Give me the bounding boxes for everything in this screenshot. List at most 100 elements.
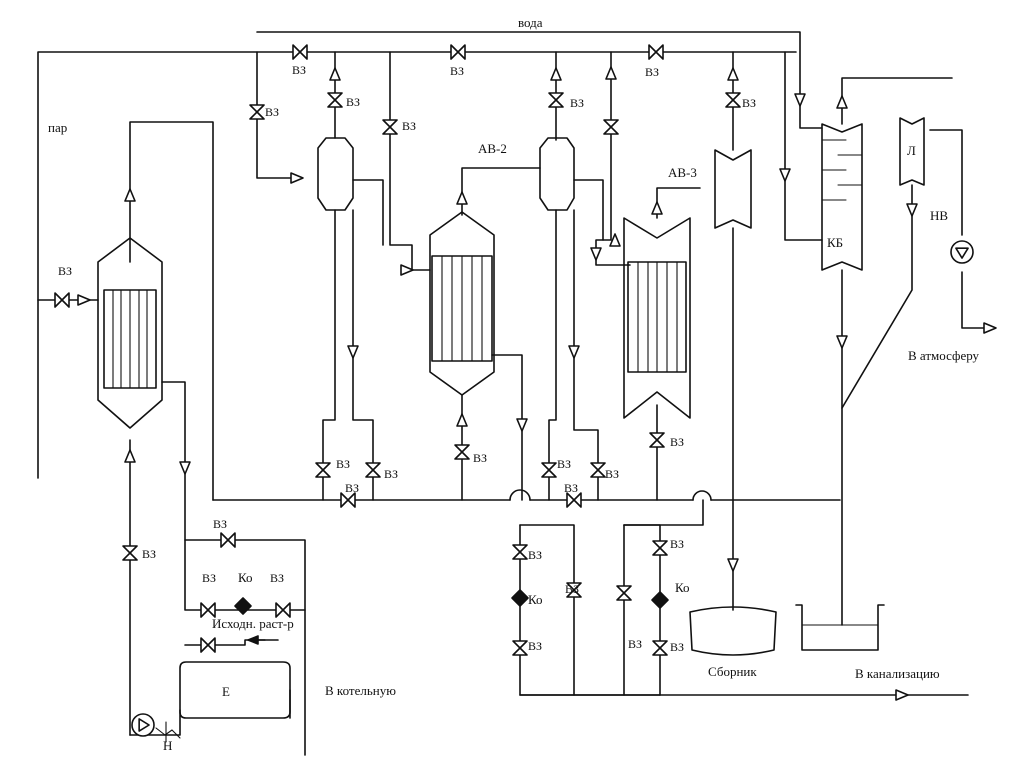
valve-branch-1 xyxy=(249,104,265,120)
symbols-layer xyxy=(54,44,997,743)
flow-arrow-av2-up xyxy=(456,191,468,205)
flow-arrow-vapor1 xyxy=(124,188,136,202)
outlet-frame-right xyxy=(623,524,661,696)
sewer-tank xyxy=(795,604,885,651)
valve-label-8: ВЗ xyxy=(742,96,756,110)
valve-label-14: ВЗ xyxy=(557,457,571,471)
flow-arrow-av2-side xyxy=(516,418,528,432)
feed-tank-e xyxy=(179,661,291,719)
flow-arrow-av2-bottom xyxy=(456,413,468,427)
vacpump-to-atm xyxy=(961,271,996,329)
av2-vapor-out xyxy=(461,167,541,216)
valve-label-3: ВЗ xyxy=(645,65,659,79)
flow-arrow-water xyxy=(794,93,806,107)
valve-av2-bypass xyxy=(566,582,582,598)
valve-label-23: ВЗ xyxy=(565,582,579,596)
valve-label-19: ВЗ xyxy=(142,547,156,561)
flow-arrow-sep1-down xyxy=(347,345,359,359)
condenser-top-out xyxy=(841,77,953,125)
sep1-downcomer-2 xyxy=(352,209,374,501)
outlet-frame-top-left xyxy=(519,524,575,696)
valve-label-21: ВЗ xyxy=(270,571,284,585)
valve-label-12: ВЗ xyxy=(345,481,359,495)
valve-branch-6 xyxy=(725,92,741,108)
separator-2 xyxy=(539,137,575,211)
valve-bottom-1 xyxy=(340,492,356,508)
valve-label-7: ВЗ xyxy=(570,96,584,110)
av2-label: АВ-2 xyxy=(478,141,507,156)
branch-av2-steam xyxy=(389,51,431,271)
ko-label-av2: Ко xyxy=(528,592,543,607)
valve-label-4: ВЗ xyxy=(265,105,279,119)
to-boiler-label: В котельную xyxy=(325,683,396,698)
crossover-hump-2 xyxy=(692,490,712,501)
valve-label-25: ВЗ xyxy=(670,537,684,551)
valve-label-11: ВЗ xyxy=(384,467,398,481)
flow-arrow-steam-in xyxy=(77,294,91,306)
flow-arrow-trap xyxy=(906,203,918,217)
evaporator-av3 xyxy=(623,217,691,419)
separator-1 xyxy=(317,137,354,211)
valve-av3-bypass xyxy=(616,585,632,601)
valve-label-9: ВЗ xyxy=(58,264,72,278)
flow-arrow-evap1-side xyxy=(179,461,191,475)
water-label: вода xyxy=(518,15,543,30)
flow-arrow-sewer xyxy=(895,689,909,701)
valve-label-24: ВЗ xyxy=(528,639,542,653)
kb-label: КБ xyxy=(827,235,843,250)
tank-e-label: Е xyxy=(222,684,230,699)
valve-label-22: ВЗ xyxy=(528,548,542,562)
valve-label-15: ВЗ xyxy=(605,467,619,481)
valve-av2-out-1 xyxy=(512,544,528,560)
flow-arrow-evap1-bottom xyxy=(124,449,136,463)
sep1-downcomer xyxy=(322,209,336,501)
pump-n-label: Н xyxy=(163,738,172,753)
water-header-pipe xyxy=(256,31,823,129)
evaporator-1 xyxy=(97,237,163,429)
valve-label-1: ВЗ xyxy=(292,63,306,77)
ko-label-av3: Ко xyxy=(675,580,690,595)
valve-branch-5 xyxy=(603,119,619,135)
valve-label-18: ВЗ xyxy=(213,517,227,531)
flow-arrow-av3-steam-top xyxy=(605,66,617,80)
valve-label-26: ВЗ xyxy=(628,637,642,651)
flow-arrow-sep1 xyxy=(290,172,304,184)
flow-arrow-condenser-bottom xyxy=(836,335,848,349)
flow-arrow-av3-in xyxy=(590,247,602,261)
l-label: Л xyxy=(907,143,916,158)
flow-arrow-av3-steam-2 xyxy=(609,233,621,247)
condenser-water-in xyxy=(784,51,823,241)
valve-bottom-2 xyxy=(566,492,582,508)
outlet-frame-join xyxy=(623,499,704,526)
flow-arrow-sep2-down xyxy=(568,345,580,359)
pump-n xyxy=(131,713,155,737)
trap-to-vacpump xyxy=(929,129,963,236)
valve-feed-3 xyxy=(200,637,216,653)
pipes xyxy=(37,31,996,756)
flow-arrow-av2-in xyxy=(400,264,414,276)
valve-label-27: ВЗ xyxy=(670,640,684,654)
valve-label-5: ВЗ xyxy=(346,95,360,109)
valve-label-16: ВЗ xyxy=(564,481,578,495)
to-atmosphere-label: В атмосферу xyxy=(908,348,980,363)
av2-side-out xyxy=(491,354,523,501)
valve-av3-bottom xyxy=(649,432,665,448)
sep2-to-av3 xyxy=(573,179,604,241)
flow-arrow-sep1-top xyxy=(329,67,341,81)
flow-arrow-feed-in xyxy=(247,635,279,645)
flow-arrow-condenser-in xyxy=(779,168,791,182)
valve-branch-4 xyxy=(548,92,564,108)
branch-sep1-steam xyxy=(256,51,303,179)
vessels xyxy=(97,117,925,719)
valve-sep2-right xyxy=(590,462,606,478)
flow-arrow-av3-up xyxy=(651,201,663,215)
evaporator-av2 xyxy=(429,211,495,396)
nv-label: НВ xyxy=(930,208,948,223)
av3-vapor-out xyxy=(656,187,701,219)
valve-feed-2 xyxy=(275,602,291,618)
to-sewer-label: В канализацию xyxy=(855,666,940,681)
vacuum-pump-nv xyxy=(950,240,974,264)
collector-label: Сборник xyxy=(708,664,757,679)
valve-label-2: ВЗ xyxy=(450,64,464,78)
